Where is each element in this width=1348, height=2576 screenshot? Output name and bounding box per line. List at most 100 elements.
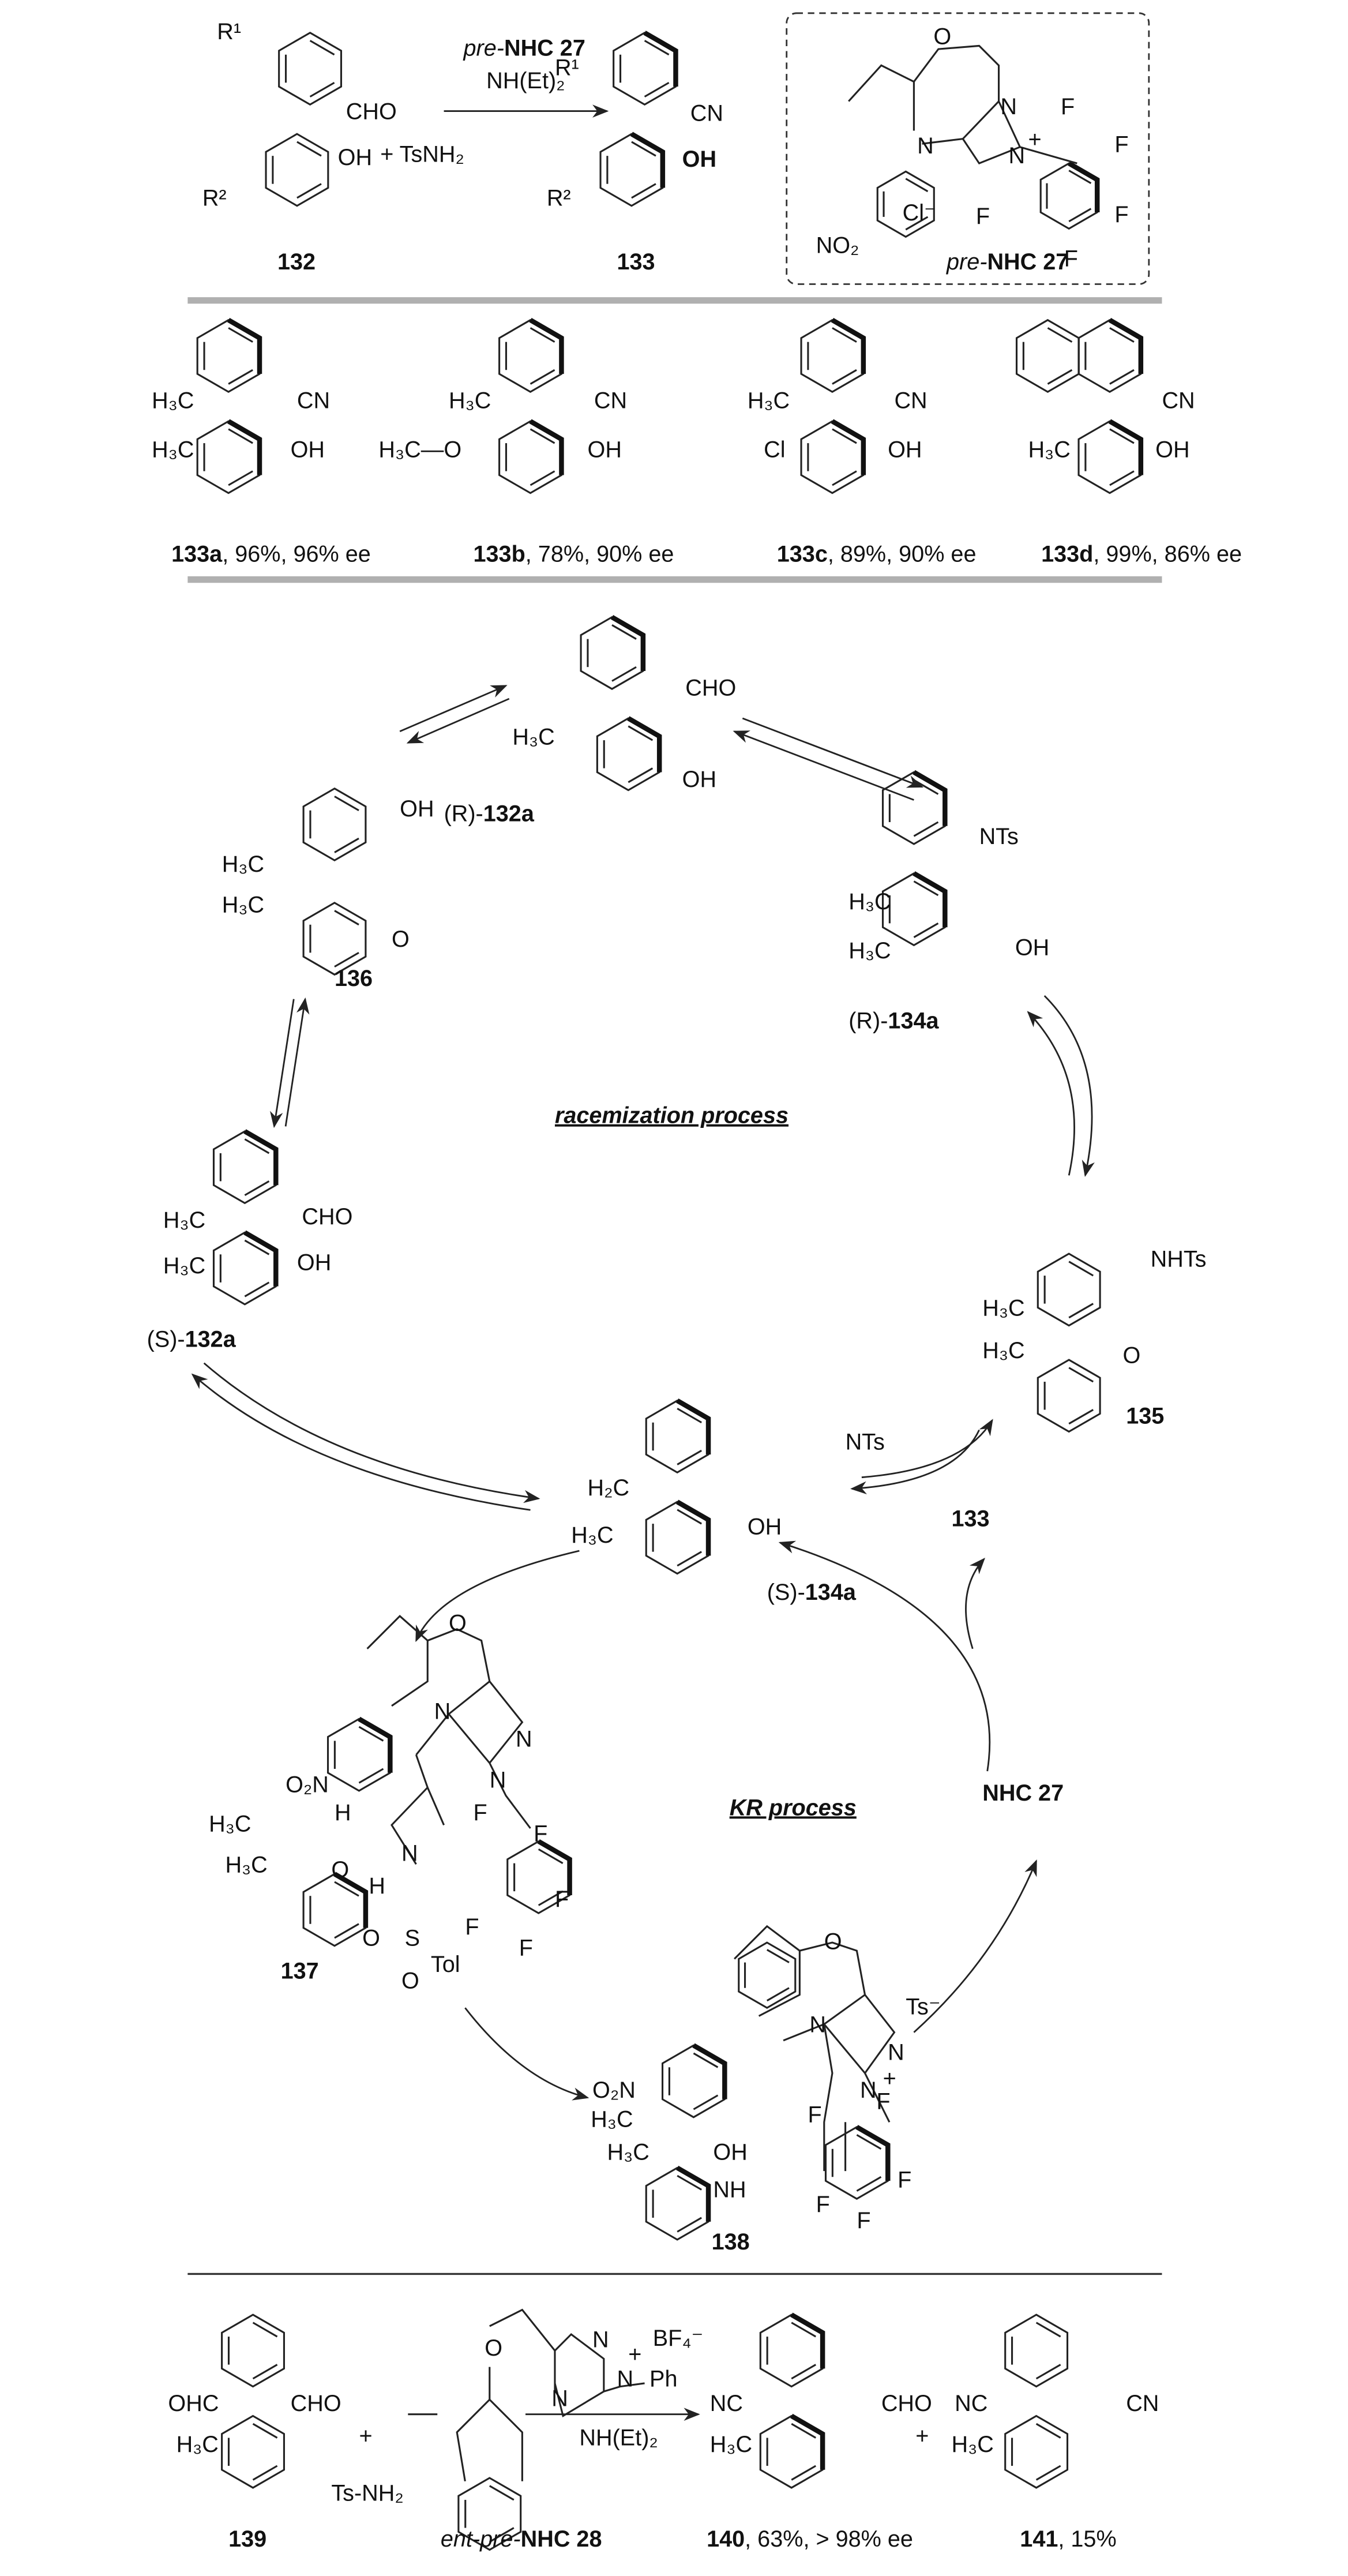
oxygen-label: O — [362, 1926, 380, 1951]
cn-label: CN — [1162, 388, 1195, 414]
double-bond — [628, 725, 654, 741]
methyl-label: H₃C — [163, 1253, 205, 1278]
double-bond — [1068, 1261, 1094, 1277]
wedge-bond — [243, 1129, 279, 1186]
wedge-bond — [1108, 419, 1144, 475]
double-bond — [677, 1509, 702, 1525]
double-bond — [1109, 369, 1135, 385]
fluorine-label: F — [465, 1914, 479, 1940]
product-133-label: 133 — [951, 1506, 989, 1532]
wedge-bond — [1108, 318, 1144, 374]
double-bond — [530, 369, 555, 385]
nitrogen-label: N — [917, 133, 934, 159]
methyl-label: H₃C — [848, 938, 891, 963]
double-bond — [334, 1923, 359, 1939]
wedge-bond — [913, 770, 948, 826]
nitrogen-label: N — [401, 1841, 418, 1866]
yield-label: 140, 63%, > 98% ee — [707, 2526, 913, 2552]
methoxy-label: H₃C—O — [378, 437, 461, 462]
double-bond — [489, 2485, 515, 2501]
cn-label: CN — [690, 101, 723, 126]
double-bond — [1047, 369, 1073, 385]
wedge-bond — [676, 1499, 711, 1556]
oh-label: OH — [297, 1250, 331, 1275]
r1-label: R¹ — [555, 55, 579, 80]
double-bond — [244, 1239, 270, 1255]
yield-label: 133a, 96%, 96% ee — [171, 541, 371, 567]
catalyst-name: pre-NHC 27 — [946, 249, 1068, 275]
double-bond — [644, 81, 670, 98]
wedge-bond — [227, 318, 262, 374]
cho-label: CHO — [881, 2391, 932, 2416]
nitro-label: O₂N — [592, 2078, 636, 2103]
double-bond — [1047, 327, 1073, 343]
double-bond — [693, 2052, 719, 2068]
compound-label-132: 132 — [277, 249, 316, 275]
oxygen-label: O — [449, 1611, 467, 1636]
wedge-bond — [358, 1716, 393, 1773]
benzene-ring — [1037, 1359, 1101, 1433]
fluorine-label: F — [473, 1800, 487, 1825]
double-bond — [244, 1138, 270, 1154]
double-bond — [913, 880, 939, 897]
double-bond — [1068, 208, 1092, 223]
methyl-label: H₃C — [982, 1338, 1024, 1363]
kr-process-label: KR process — [730, 1795, 857, 1820]
double-bond — [856, 2176, 882, 2192]
compound-133c: H₃C Cl CN OH 133c, 89%, 90% ee — [748, 388, 977, 567]
nitro-label: NO₂ — [816, 233, 859, 258]
compound-133a: H₃C H₃C CN OH 133a, 96%, 96% ee — [152, 388, 371, 567]
double-bond — [309, 40, 335, 56]
double-bond — [1068, 1303, 1094, 1319]
methyl-label: H₃C — [848, 889, 891, 914]
oh-label: OH — [291, 437, 325, 462]
double-bond — [832, 327, 857, 343]
base-label: NH(Et)₂ — [486, 68, 565, 93]
nitrogen-label: N — [490, 1767, 506, 1793]
wedge-bond — [790, 2413, 825, 2470]
wedge-bond — [627, 716, 662, 773]
fluorine-label: F — [816, 2192, 830, 2217]
benzene-ring — [876, 170, 935, 238]
compound-label-r-132a: (R)-132a — [444, 801, 535, 826]
methyl-label: H₃C — [710, 2432, 752, 2457]
wedge-bond — [529, 318, 564, 374]
double-bond — [252, 2322, 278, 2338]
catalyst-name: ent-pre-NHC 28 — [441, 2526, 602, 2552]
oh-label: OH — [1155, 437, 1189, 462]
double-bond — [489, 2527, 515, 2543]
methyl-label: H₃C — [209, 1812, 251, 1837]
double-bond — [1109, 327, 1135, 343]
benzene-ring — [1004, 2313, 1069, 2388]
compound-label-s-134a: (S)-134a — [767, 1580, 857, 1605]
oh-label: OH — [682, 147, 716, 172]
nitrogen-label: N — [888, 2040, 904, 2065]
benzene-ring — [302, 787, 367, 862]
compound-label-138: 138 — [712, 2229, 750, 2255]
double-bond — [309, 81, 335, 98]
wedge-bond — [227, 419, 262, 475]
oxygen-label: O — [485, 2335, 502, 2361]
cn-label: CN — [894, 388, 927, 414]
chloride-label: Cl⁻ — [903, 200, 936, 226]
methyl-label: H₃C — [1028, 437, 1070, 462]
oxygen-label: O — [824, 1929, 842, 1954]
double-bond — [693, 2094, 719, 2110]
wedge-bond — [855, 2125, 891, 2181]
double-bond — [252, 2465, 278, 2481]
methyl-label: H₃C — [982, 1296, 1024, 1321]
nitrogen-label: N — [434, 1698, 451, 1724]
double-bond — [1035, 2364, 1061, 2380]
wedge-bond — [243, 1230, 279, 1287]
yield-label: 141, 15% — [1020, 2526, 1116, 2552]
base-label: NH(Et)₂ — [579, 2425, 658, 2450]
double-bond — [1068, 1409, 1094, 1425]
methyl-label: H₃C — [512, 724, 554, 749]
compound-label-137: 137 — [281, 1958, 319, 1983]
fluorine-label: F — [555, 1887, 569, 1912]
oh-label: OH — [338, 145, 372, 170]
double-bond — [334, 951, 359, 968]
double-bond — [530, 327, 555, 343]
benzene-ring — [265, 133, 329, 207]
